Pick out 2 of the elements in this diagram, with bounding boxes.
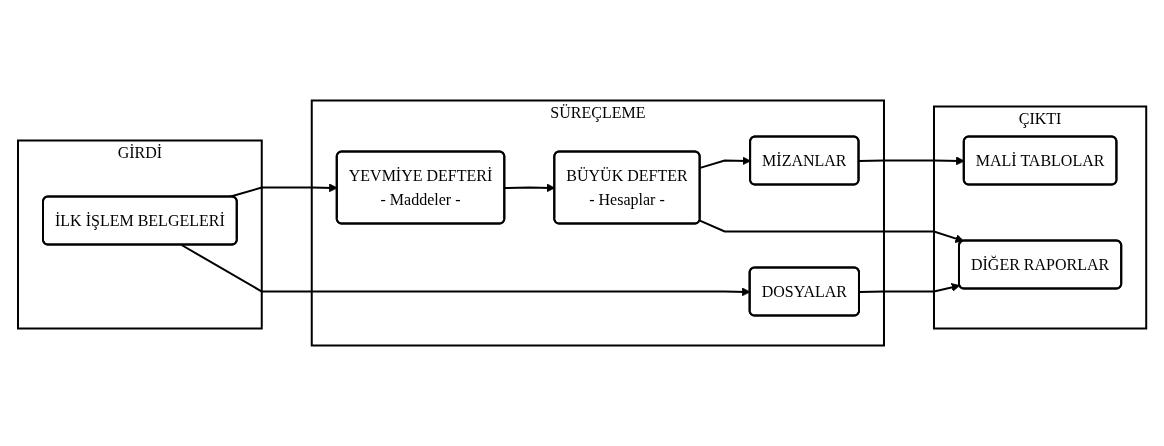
arrow: [858, 283, 961, 293]
arrow: [698, 219, 964, 243]
